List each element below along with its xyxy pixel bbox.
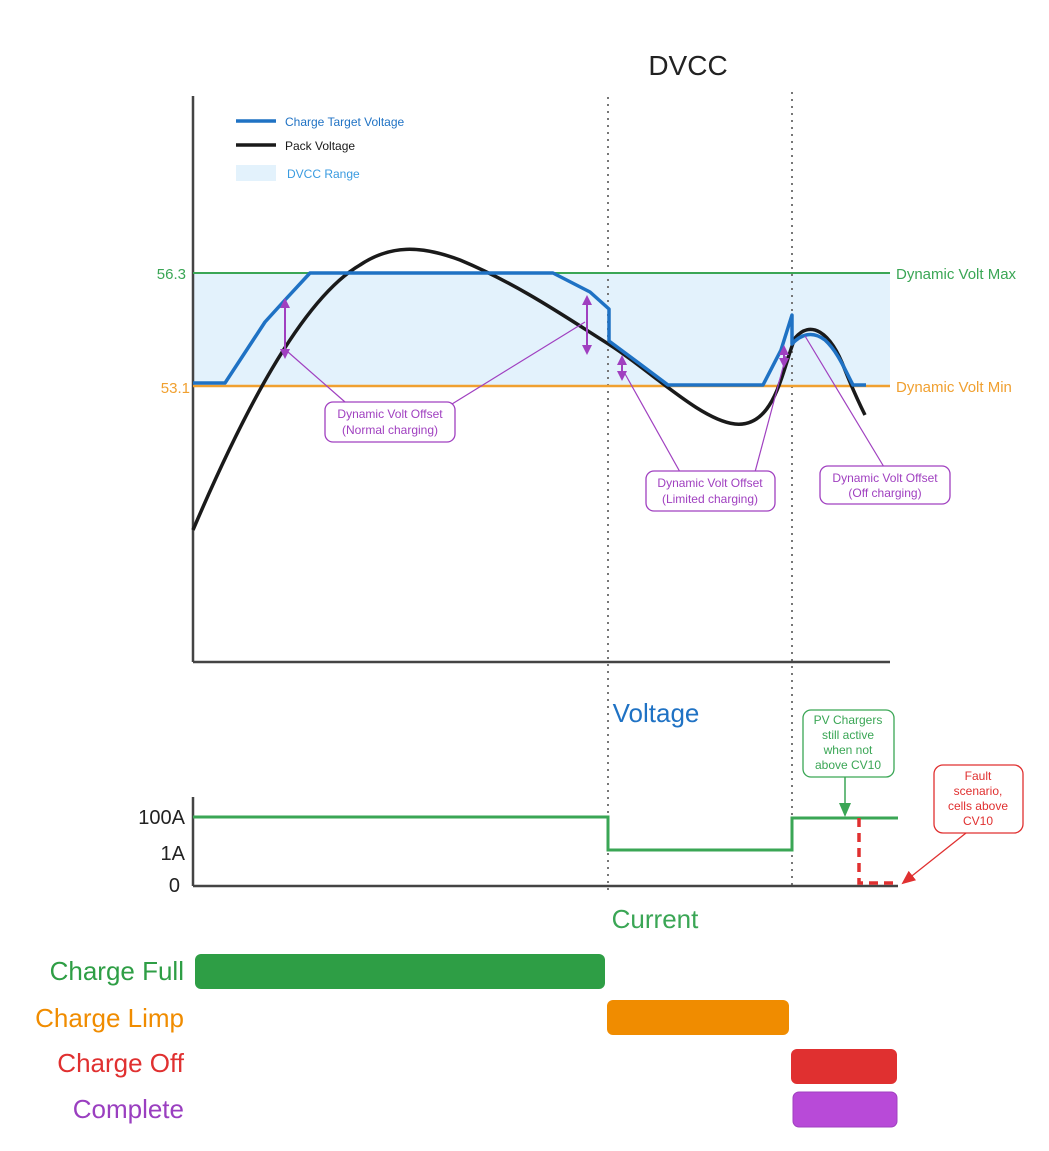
svg-text:when not: when not <box>823 743 873 757</box>
legend-label-pack: Pack Voltage <box>285 139 355 153</box>
svg-text:cells above: cells above <box>948 799 1008 813</box>
svg-text:(Normal charging): (Normal charging) <box>342 423 438 437</box>
state-label-charge-off: Charge Off <box>57 1048 184 1078</box>
svg-text:CV10: CV10 <box>963 814 993 828</box>
svg-text:(Limited charging): (Limited charging) <box>662 492 758 506</box>
current-tick-0: 0 <box>169 875 180 897</box>
current-line <box>193 815 898 852</box>
svg-text:Dynamic Volt Offset: Dynamic Volt Offset <box>657 476 763 490</box>
state-label-charge-full: Charge Full <box>50 956 184 986</box>
svg-text:Dynamic Volt Offset: Dynamic Volt Offset <box>337 407 443 421</box>
note-fault-arrow <box>901 832 967 885</box>
dynamic-volt-min-label: Dynamic Volt Min <box>896 379 1012 396</box>
state-bar-complete <box>792 1091 898 1128</box>
state-label-complete: Complete <box>73 1094 184 1124</box>
y-tick-min: 53.1 <box>161 380 190 397</box>
state-bar-charge-off <box>791 1049 897 1084</box>
legend-swatch-range <box>236 165 276 181</box>
diagram-title: DVCC <box>648 50 727 81</box>
callout-off-charging: Dynamic Volt Offset (Off charging) <box>819 465 951 505</box>
fault-current-line <box>857 818 898 885</box>
dynamic-volt-max-label: Dynamic Volt Max <box>896 266 1017 283</box>
note-fault-scenario: Fault scenario, cells above CV10 <box>933 764 1024 834</box>
callout-leader <box>623 371 681 473</box>
y-tick-max: 56.3 <box>157 266 186 283</box>
callout-normal-charging: Dynamic Volt Offset (Normal charging) <box>324 401 456 443</box>
state-bar-charge-full <box>195 954 605 989</box>
current-tick-1a: 1A <box>161 843 186 865</box>
state-label-charge-limp: Charge Limp <box>35 1003 184 1033</box>
callout-leader <box>451 321 586 405</box>
note-pv-chargers: PV Chargers still active when not above … <box>802 709 895 778</box>
callout-limited-charging: Dynamic Volt Offset (Limited charging) <box>645 470 776 512</box>
current-tick-100a: 100A <box>138 807 185 829</box>
current-chart-label: Current <box>612 904 699 934</box>
svg-text:scenario,: scenario, <box>954 784 1003 798</box>
voltage-chart-label: Voltage <box>613 698 700 728</box>
callout-leader <box>804 335 885 468</box>
callout-leader <box>754 355 787 473</box>
svg-text:Dynamic Volt Offset: Dynamic Volt Offset <box>832 471 938 485</box>
state-bar-charge-limp <box>607 1000 789 1035</box>
svg-text:Fault: Fault <box>965 769 992 783</box>
callout-leader <box>287 351 346 403</box>
legend-label-range: DVCC Range <box>287 167 360 181</box>
svg-text:(Off charging): (Off charging) <box>848 486 921 500</box>
pack-voltage-line <box>191 247 867 531</box>
svg-text:PV Chargers: PV Chargers <box>814 713 883 727</box>
svg-text:still active: still active <box>822 728 874 742</box>
legend: Charge Target Voltage Pack Voltage DVCC … <box>236 115 405 181</box>
charge-target-voltage-line <box>193 271 866 387</box>
svg-text:above CV10: above CV10 <box>815 758 881 772</box>
legend-label-target: Charge Target Voltage <box>285 115 405 129</box>
